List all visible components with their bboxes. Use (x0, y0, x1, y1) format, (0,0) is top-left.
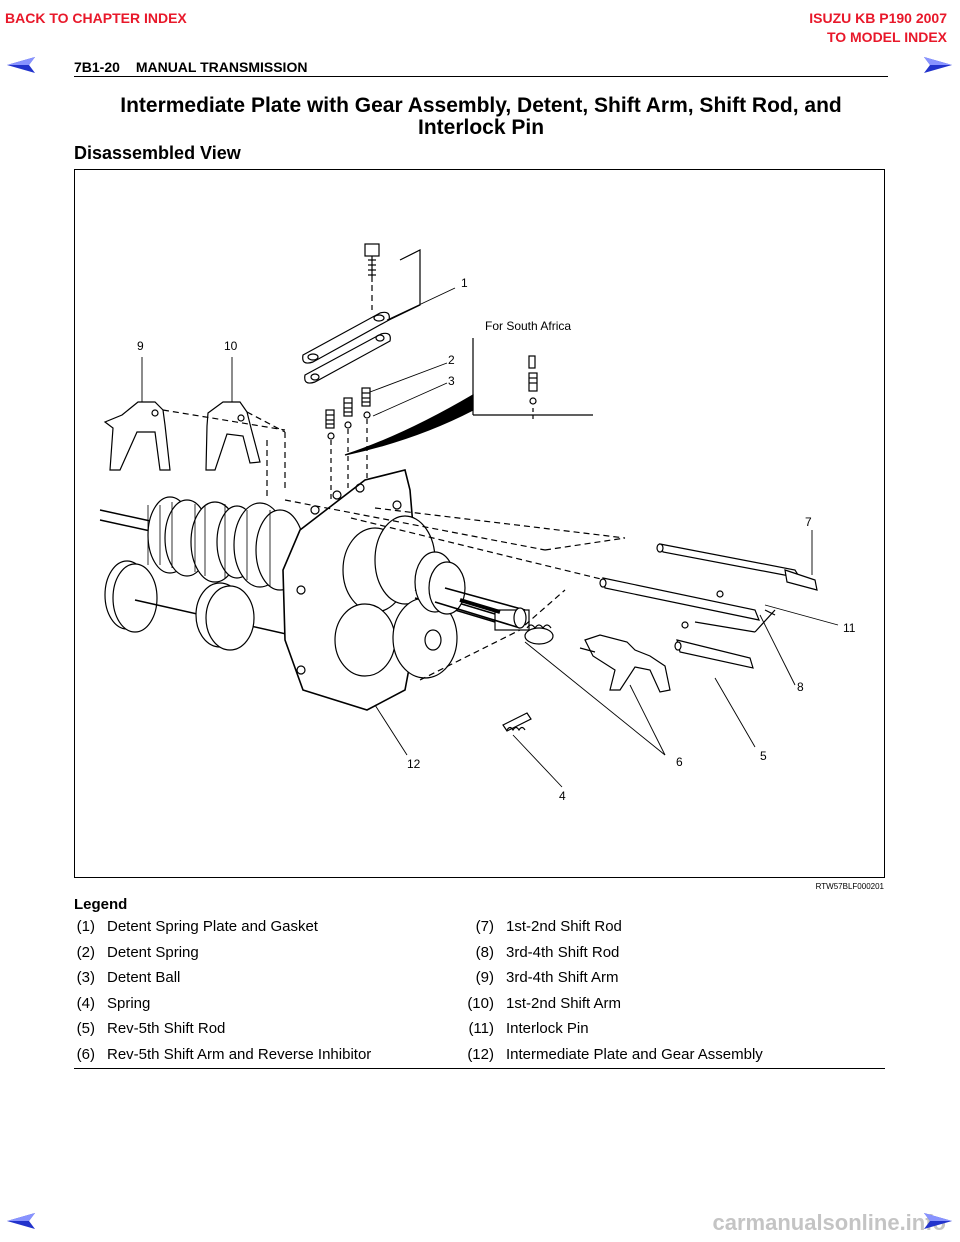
callout-9: 9 (137, 339, 144, 353)
legend-item: (8)3rd-4th Shift Rod (475, 944, 620, 961)
page-number: 7B1-20 (74, 59, 120, 75)
legend-item: (10)1st-2nd Shift Arm (467, 995, 622, 1012)
callout-labels: 1 2 3 4 5 6 7 8 9 10 11 12 For South Afr… (137, 276, 856, 803)
right-arrow-icon[interactable] (922, 56, 954, 74)
legend-item: (4)Spring (76, 995, 151, 1012)
callout-8: 8 (797, 680, 804, 694)
legend-item: (9)3rd-4th Shift Arm (475, 969, 619, 986)
callout-5: 5 (760, 749, 767, 763)
callout-7: 7 (805, 515, 812, 529)
bolt-drawing (364, 243, 380, 310)
shift-arms-drawing (103, 401, 286, 500)
header-divider (74, 76, 888, 77)
figure-code: RTW57BLF000201 (815, 882, 884, 891)
gear-assembly-drawing (99, 496, 305, 651)
legend-divider (74, 1068, 885, 1069)
right-arrow-icon[interactable] (922, 1212, 954, 1230)
back-to-chapter-index-link[interactable]: BACK TO CHAPTER INDEX (5, 10, 187, 26)
disassembled-view-figure: 1 2 3 4 5 6 7 8 9 10 11 12 For South Afr… (74, 169, 885, 878)
section-subtitle: Disassembled View (74, 143, 241, 163)
watermark: carmanualsonline.info (712, 1210, 947, 1235)
title-line-2: Interlock Pin (417, 116, 545, 139)
model-title-link[interactable]: ISUZU KB P190 2007 (809, 10, 947, 26)
callout-12: 12 (407, 757, 421, 771)
legend-item: (3)Detent Ball (76, 969, 181, 986)
legend-item: (2)Detent Spring (76, 944, 199, 961)
callout-leader-lines (141, 287, 839, 788)
callout-6: 6 (676, 755, 683, 769)
left-arrow-icon[interactable] (5, 56, 37, 74)
south-africa-note: For South Africa (485, 319, 571, 333)
legend-item: (6)Rev-5th Shift Arm and Reverse Inhibit… (76, 1046, 372, 1063)
legend-item: (1)Detent Spring Plate and Gasket (76, 918, 318, 935)
shift-rods-drawing (599, 543, 818, 669)
left-arrow-icon[interactable] (5, 1212, 37, 1230)
callout-3: 3 (448, 374, 455, 388)
callout-11: 11 (843, 621, 856, 635)
callout-2: 2 (448, 353, 455, 367)
detent-spring-plate-drawing (302, 249, 421, 384)
transmission-illustration: 1 2 3 4 5 6 7 8 9 10 11 12 For South Afr… (99, 243, 856, 803)
legend-item: (11)Interlock Pin (468, 1020, 589, 1037)
intermediate-plate-drawing (282, 469, 530, 711)
callout-1: 1 (461, 276, 468, 290)
rev-shift-arm-drawing (502, 624, 671, 732)
title-line-1: Intermediate Plate with Gear Assembly, D… (120, 94, 842, 117)
legend-item: (5)Rev-5th Shift Rod (76, 1020, 226, 1037)
section-title: MANUAL TRANSMISSION (135, 59, 308, 75)
output-shaft-drawing (434, 587, 527, 629)
callout-10: 10 (224, 339, 238, 353)
legend-item: (7)1st-2nd Shift Rod (475, 918, 622, 935)
legend-item: (12)Intermediate Plate and Gear Assembly (467, 1046, 763, 1063)
callout-4: 4 (559, 789, 566, 803)
page-title: Intermediate Plate with Gear Assembly, D… (74, 95, 888, 139)
legend-title: Legend (74, 896, 128, 913)
page-header: 7B1-20 MANUAL TRANSMISSION (74, 59, 319, 75)
to-model-index-link[interactable]: TO MODEL INDEX (826, 29, 947, 45)
south-africa-inset-drawing (344, 338, 593, 456)
